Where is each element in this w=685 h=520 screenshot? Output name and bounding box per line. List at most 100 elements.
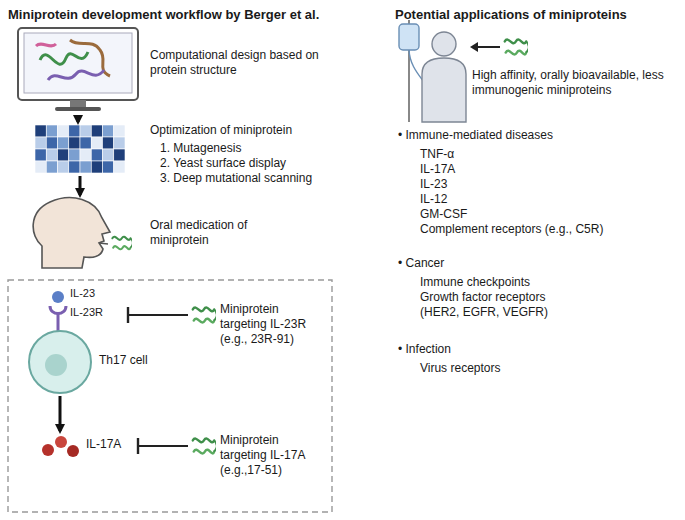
heatmap-icon [58,137,69,149]
th17-cell-icon [29,331,91,393]
computer-icon [18,28,138,111]
node-label: Th17 cell [99,353,179,368]
heatmap-icon [58,125,69,137]
th17-cell-icon [29,331,91,393]
il23-receptor-icon [57,314,60,331]
inhibition-line [137,438,139,454]
node-label: Optimization of miniprotein [150,123,330,138]
computer-icon [40,52,88,64]
inhibition-line [193,439,217,454]
heatmap-icon [69,161,80,173]
icon-node: Computational design based on protein st… [18,26,138,112]
head-with-pill-icon [33,198,133,268]
heatmap-icon [46,149,57,161]
heatmap-icon [103,161,114,173]
text-label: TNF-α [420,147,620,162]
inhibition-line [128,314,188,316]
text-label: IL-23 [70,287,115,301]
text-label: IL-12 [420,192,620,207]
heatmap-icon [69,149,80,161]
node-label: IL-17A [86,437,146,452]
heatmap-icon [114,125,125,137]
heatmap-icon [91,161,102,173]
heatmap-icon [80,149,91,161]
patient-iv-icon [399,24,419,50]
panel-title: Miniprotein development workflow by Berg… [8,7,353,23]
text-label: • Infection [398,342,648,357]
patient-iv-icon [422,58,466,122]
text-label: IL-17A [420,162,620,177]
text-label: Complement receptors (e.g., C5R) [420,222,660,237]
icon-node: Optimization of miniprotein1. Mutagenesi… [35,125,125,173]
heatmap-icon [114,161,125,173]
il17a-dots [67,445,79,457]
text-label: • Cancer [398,256,648,271]
heatmap-icon [103,137,114,149]
heatmap-icon [103,125,114,137]
il17a-dots [42,444,54,456]
inhibition-line [193,308,217,323]
heatmap-icon [35,125,125,173]
heatmap-icon [58,149,69,161]
computer-icon [70,100,86,108]
heatmap-icon [80,161,91,173]
heatmap-icon [91,125,102,137]
inhibition-line [127,307,129,323]
head-with-pill-icon [33,198,110,268]
heatmap-icon [91,149,102,161]
heatmap-icon [58,161,69,173]
il17a-dots [55,436,67,448]
il17a-dots [42,436,79,457]
heatmap-icon [46,125,57,137]
text-label: • Immune-mediated diseases [398,128,648,143]
heatmap-icon [80,125,91,137]
heatmap-icon [69,125,80,137]
heatmap-icon [35,161,46,173]
computer-icon [36,44,56,46]
icon-node: Th17 cell [29,331,91,393]
dashed-panel [8,280,332,512]
inhibition-line [128,307,217,454]
text-label: Virus receptors [420,361,620,376]
heatmap-icon [114,149,125,161]
flow-arrow [59,396,62,431]
computer-icon [55,107,101,111]
head-with-pill-icon [112,237,132,250]
heatmap-icon [46,161,57,173]
heatmap-icon [46,137,57,149]
text-label: IL-23R [70,306,122,320]
list-item: 2. Yeast surface display [160,156,330,171]
il23-receptor-icon [50,291,66,331]
patient-iv-icon [505,40,529,55]
heatmap-icon [80,137,91,149]
heatmap-icon [69,137,80,149]
node-label: Oral medication of miniprotein [150,218,300,248]
text-label: IL-23 [420,177,620,192]
node-label: Computational design based on protein st… [150,48,320,78]
text-label: GM-CSF [420,207,620,222]
icon-node: IL-17A [40,434,80,458]
patient-iv-icon [432,32,456,56]
heatmap-icon [103,149,114,161]
computer-icon [48,70,104,80]
patient-iv-icon [470,42,478,52]
computer-icon [24,33,132,93]
text-label: Miniprotein targeting IL-17A (e.g.,17-51… [220,433,328,478]
heatmap-icon [91,137,102,149]
list-item: 1. Mutagenesis [160,141,330,156]
list-item: 3. Deep mutational scanning [160,171,335,186]
text-label: High affinity, orally bioavailable, less… [472,68,677,98]
heatmap-icon [35,149,46,161]
th17-cell-icon [45,354,67,376]
heatmap-icon [35,137,46,149]
heatmap-icon [114,137,125,149]
text-label: Immune checkpoints [420,275,620,290]
heatmap-icon [35,125,46,137]
panel-title: Potential applications of miniproteins [395,7,680,23]
head-with-pill-icon [99,243,108,244]
text-label: Miniprotein targeting IL-23R (e.g., 23R-… [220,302,328,347]
text-label: Growth factor receptors (HER2, EGFR, VEG… [420,290,570,320]
flow-arrow [77,115,80,122]
icon-node: Oral medication of miniprotein [30,198,130,268]
